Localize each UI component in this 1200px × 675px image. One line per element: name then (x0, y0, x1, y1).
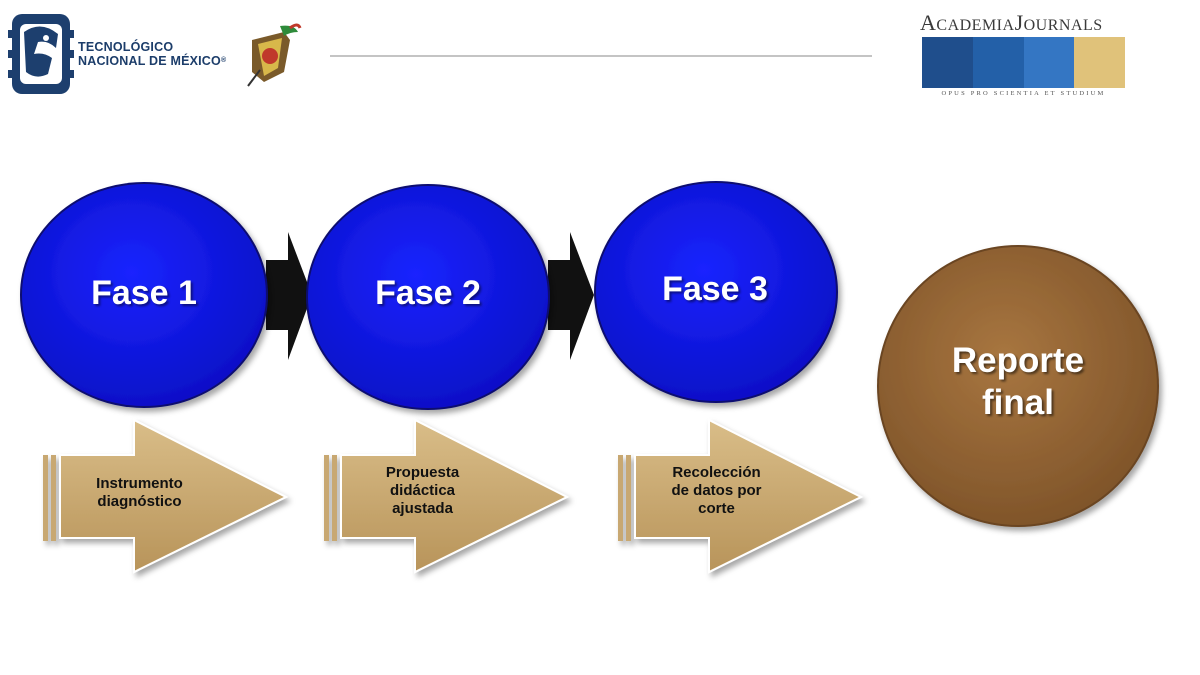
diagram-shapes (20, 181, 1159, 574)
step-2-line-1: Propuesta (385, 464, 460, 481)
aj-bar-segment (922, 37, 973, 88)
tecnm-line1: TECNOLÓGICO (78, 40, 174, 54)
report-label: Reporte final (900, 340, 1136, 424)
process-diagram: Fase 1 Fase 2 Fase 3 Instrumento diagnós… (0, 170, 1200, 590)
aj-journals-rest: OURNALS (1023, 17, 1103, 34)
step-2-line-3: ajustada (392, 500, 453, 517)
step-2-line-2: didáctica (389, 482, 456, 499)
report-line-2: final (982, 383, 1054, 422)
tecnm-logo (8, 14, 74, 94)
aj-letter-j: J (1014, 10, 1024, 35)
tecnm-wordmark: TECNOLÓGICO NACIONAL DE MÉXICO® (78, 40, 228, 68)
step-3-line-3: corte (698, 500, 735, 517)
connector-arrow-2 (548, 232, 594, 360)
report-line-1: Reporte (951, 341, 1085, 380)
step-1-line-2: diagnóstico (97, 493, 182, 510)
step-label-2: Propuesta didáctica ajustada (355, 464, 490, 518)
academia-journals-title: ACADEMIAJOURNALS (920, 10, 1125, 36)
step-label-1: Instrumento diagnóstico (72, 475, 207, 511)
connector-arrow-1 (266, 232, 312, 360)
phase-label-3: Fase 3 (662, 270, 768, 308)
step-arrow-2 (324, 418, 570, 574)
phase-circle-2 (306, 184, 550, 410)
phase-circle-3 (594, 181, 838, 403)
aj-academia-rest: CADEMIA (936, 17, 1015, 34)
step-3-line-2: de datos por (671, 482, 762, 499)
header-divider (330, 55, 872, 57)
academia-journals-tagline: OPUS PRO SCIENTIA ET STUDIUM (941, 90, 1106, 97)
phase-label-1: Fase 1 (91, 274, 197, 312)
phase-circle-1 (20, 182, 268, 408)
aj-letter-a: A (920, 10, 937, 35)
report-circle (877, 245, 1159, 527)
aj-bar-segment (972, 37, 1024, 88)
step-arrow-3 (618, 418, 864, 574)
aj-bar-segment (1023, 37, 1075, 88)
tecnm-line2: NACIONAL DE MÉXICO (78, 54, 221, 68)
step-label-3: Recolección de datos por corte (644, 464, 789, 518)
step-1-line-1: Instrumento (96, 475, 183, 492)
aj-bar-segment (1074, 37, 1125, 88)
institute-crest-logo (247, 23, 302, 87)
tecnm-registered-mark: ® (220, 57, 227, 64)
step-3-line-1: Recolección (672, 464, 761, 481)
step-arrow-1 (43, 418, 289, 574)
phase-label-2: Fase 2 (375, 274, 481, 312)
academia-journals-color-bar (922, 37, 1125, 88)
